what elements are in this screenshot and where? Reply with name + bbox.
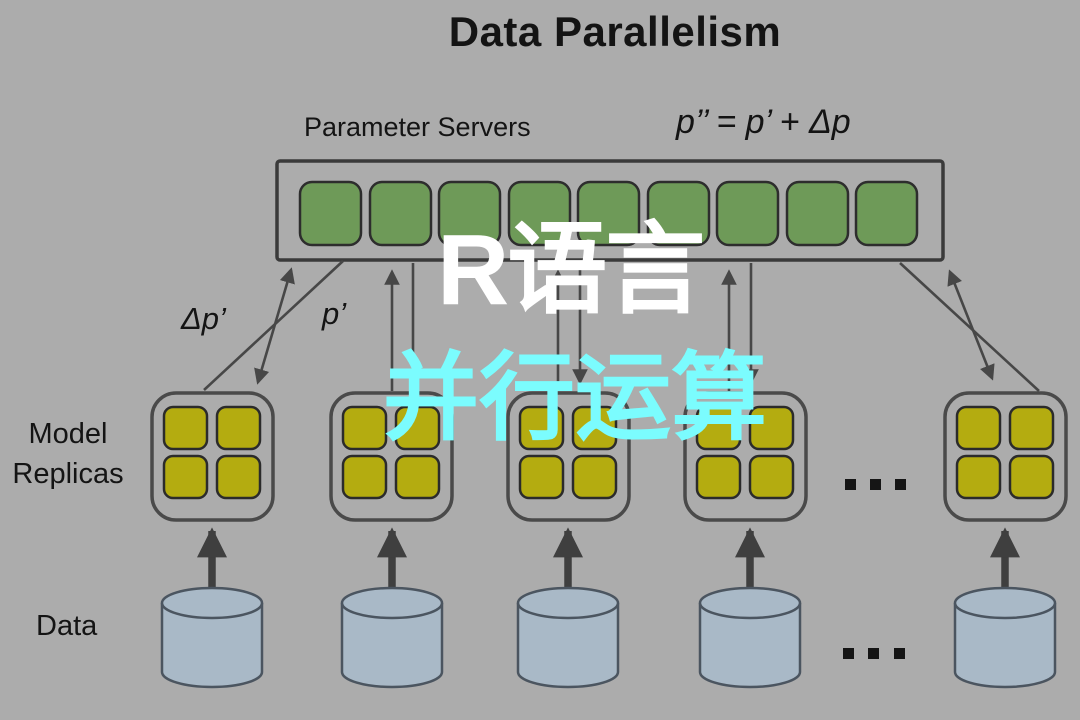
edge-replica5-down bbox=[899, 262, 1040, 392]
data-shard-5 bbox=[953, 586, 1057, 689]
diagram-title: Data Parallelism bbox=[448, 8, 782, 55]
edge-replica5-bidirectional bbox=[947, 269, 995, 381]
edge-replica1-down bbox=[203, 260, 344, 391]
data-shard-1 bbox=[160, 586, 264, 689]
data-label: Data bbox=[36, 610, 98, 642]
model-replica-3 bbox=[506, 391, 631, 522]
p-edge-label: p’ bbox=[322, 296, 347, 331]
model-replica-5 bbox=[943, 391, 1068, 522]
update-formula: p’’ = p’ + Δp bbox=[676, 103, 851, 141]
ellipsis-icon bbox=[843, 648, 905, 659]
data-shard-3 bbox=[516, 586, 620, 689]
model-replica-2 bbox=[329, 391, 454, 522]
model-replicas-label: Model Replicas bbox=[12, 414, 123, 494]
ellipsis-icon bbox=[845, 479, 906, 490]
parameter-server-cells bbox=[298, 180, 919, 247]
delta-p-edge-label: Δp’ bbox=[181, 301, 226, 336]
watermark-line2: 并行运算 bbox=[383, 345, 767, 452]
model-replica-4 bbox=[683, 391, 808, 522]
data-shard-4 bbox=[698, 586, 802, 689]
parameter-servers-label: Parameter Servers bbox=[304, 112, 531, 142]
watermark-line1: R语言 bbox=[437, 214, 705, 326]
model-replicas-label-line1: Model bbox=[28, 418, 108, 450]
parameter-server-box bbox=[275, 159, 945, 262]
model-replicas-label-line2: Replicas bbox=[12, 458, 124, 490]
data-shard-2 bbox=[340, 586, 444, 689]
model-replica-1 bbox=[150, 391, 275, 522]
